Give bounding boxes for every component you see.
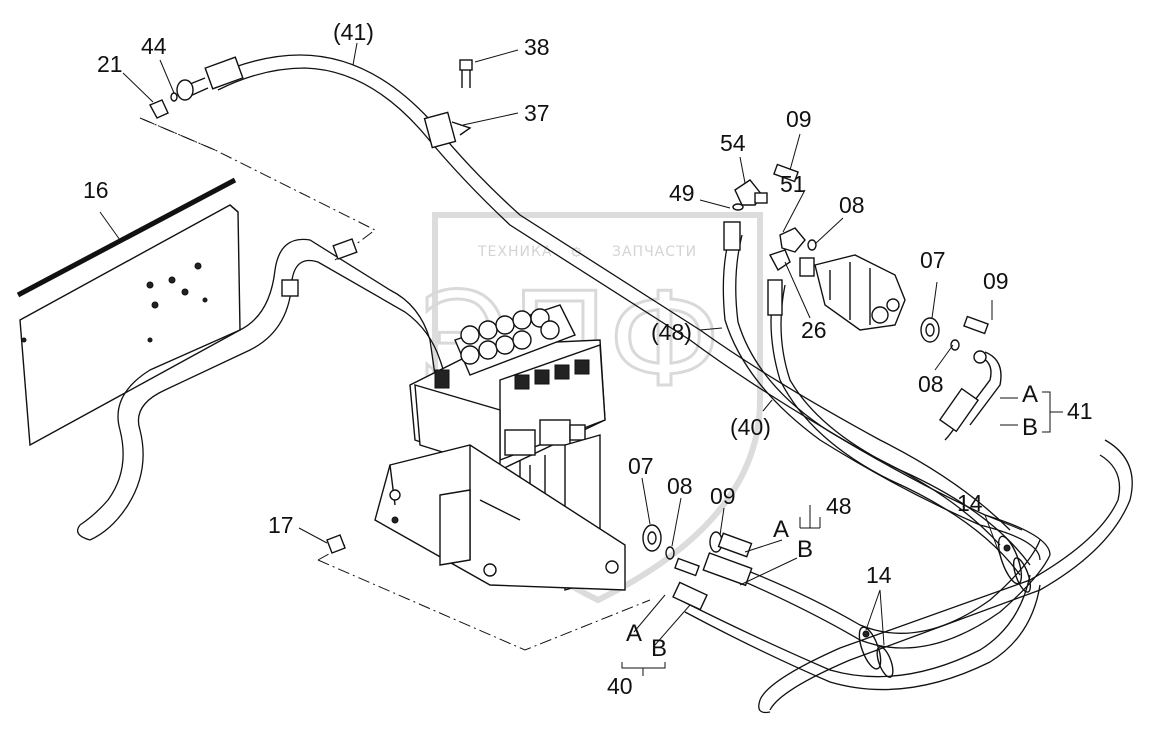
hose-end-fitting — [204, 56, 244, 90]
hose-40 — [672, 279, 1041, 691]
watermark-caption-left: ТЕХНИКА — [477, 244, 553, 260]
callout-labels: (41) 38 37 21 44 16 09 54 51 08 49 07 09… — [83, 19, 1093, 699]
flange-51 — [779, 227, 806, 253]
callout-41-top: (41) — [333, 19, 374, 45]
callout-41-A: A — [1022, 381, 1038, 408]
right-bolt-09 — [963, 315, 989, 335]
plug-17 — [326, 534, 346, 554]
oring-49 — [732, 203, 744, 211]
bolt-09-top — [773, 163, 799, 183]
callout-49: 49 — [669, 180, 695, 206]
callout-37: 37 — [524, 100, 550, 126]
callout-48-A: A — [773, 516, 789, 543]
callout-08-right: 08 — [918, 371, 944, 397]
callout-54: 54 — [720, 130, 746, 156]
watermark-caption-right: ЗАПЧАСТИ — [612, 244, 697, 260]
callout-40-group: 40 — [607, 673, 633, 699]
callout-51: 51 — [780, 171, 806, 197]
callout-48-group: 48 — [826, 493, 852, 519]
pipe-loop-left — [76, 238, 446, 541]
oring-08-bottom — [665, 546, 675, 560]
callout-14-bottom: 14 — [866, 562, 892, 588]
hose-clamps-14 — [858, 535, 1032, 678]
callout-09-bottom: 09 — [710, 483, 736, 509]
bolt-09-bottom — [674, 557, 700, 577]
callout-40-B: B — [651, 635, 667, 662]
top-right-fittings — [732, 163, 817, 272]
callout-26: 26 — [801, 317, 827, 343]
callout-21: 21 — [97, 51, 123, 77]
gear-icon: ⚙ — [570, 245, 584, 261]
hose-48 — [702, 221, 1051, 649]
lower-fittings — [326, 524, 753, 577]
callout-09-top: 09 — [786, 106, 812, 132]
adapter-26 — [768, 249, 791, 272]
hose-40-fitting — [767, 279, 783, 316]
callout-40-A: A — [626, 620, 642, 647]
valve-ports — [434, 359, 590, 390]
callout-08-top: 08 — [839, 192, 865, 218]
callout-14-right: 14 — [957, 490, 983, 516]
right-flange-07 — [920, 317, 940, 343]
valve-spools — [460, 308, 560, 365]
callout-16: 16 — [83, 177, 109, 203]
hose-48-fitting — [723, 221, 741, 251]
callout-41-group: 41 — [1067, 398, 1093, 424]
callout-08-bottom: 08 — [667, 473, 693, 499]
hose-clamp — [423, 111, 457, 149]
callout-38: 38 — [524, 34, 550, 60]
callout-41-B: B — [1022, 414, 1038, 441]
callout-44: 44 — [141, 33, 167, 59]
cover-panel — [16, 177, 241, 447]
callout-17: 17 — [268, 512, 294, 538]
callout-40-paren: (40) — [730, 414, 771, 440]
right-solenoid-valve — [799, 254, 1002, 441]
oring-08-top — [807, 239, 817, 251]
callout-48-paren: (48) — [651, 319, 692, 345]
callout-09-right: 09 — [983, 268, 1009, 294]
callout-07-right: 07 — [920, 247, 946, 273]
callout-07-bottom: 07 — [628, 453, 654, 479]
right-oring-08 — [950, 339, 960, 351]
leader-lines — [99, 42, 1063, 676]
callout-48-B: B — [797, 536, 813, 563]
pipe-loop-right — [758, 439, 1133, 714]
panel-seal-strip — [16, 177, 237, 298]
mounting-bracket — [374, 444, 626, 591]
flange-07-bottom — [642, 524, 662, 552]
